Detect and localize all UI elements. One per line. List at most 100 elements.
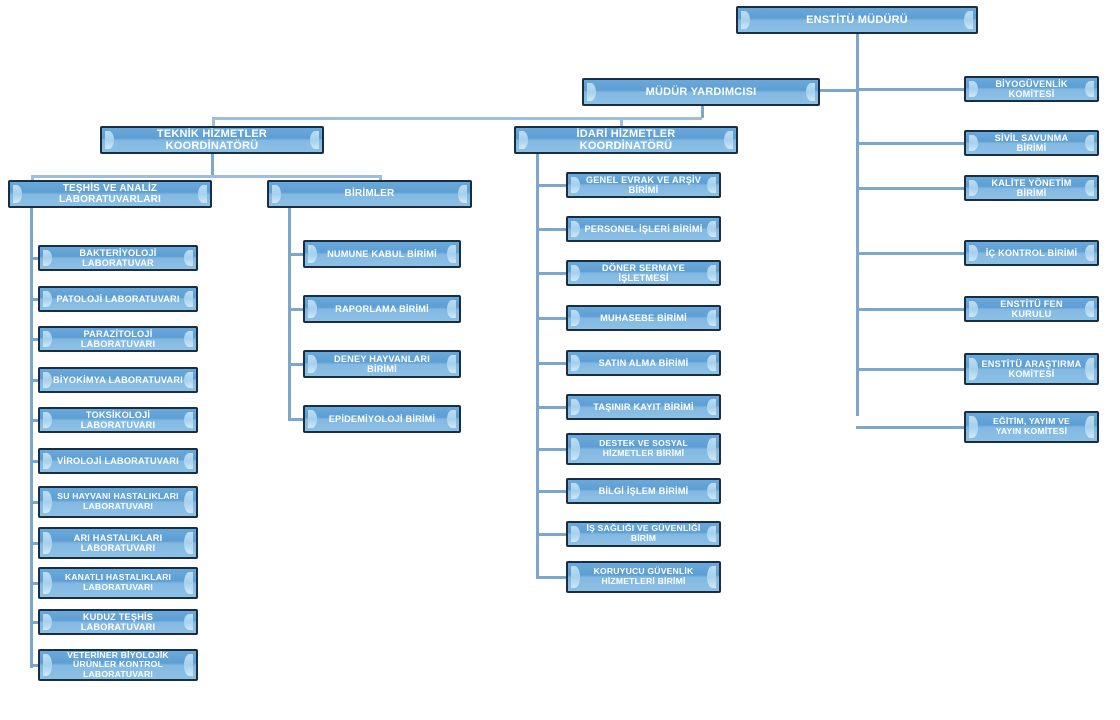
node-technical-coordinator[interactable]: TEKNİK HİZMETLER KOORDİNATÖRÜ (100, 126, 324, 154)
node-labs-group[interactable]: TEŞHİS VE ANALİZ LABORATUVARLARI (8, 180, 212, 208)
node-unit-1[interactable]: RAPORLAMA BİRİMİ (303, 295, 461, 323)
node-admin-8[interactable]: İŞ SAĞLIĞI VE GÜVENLİĞİ BİRİM (566, 521, 721, 547)
node-lab-1[interactable]: PATOLOJİ LABORATUVARI (38, 286, 198, 312)
connector-root-trunk (856, 34, 859, 416)
node-administrative-coordinator[interactable]: İDARİ HİZMETLER KOORDİNATÖRÜ (514, 126, 738, 154)
node-lab-8-label: KANATLI HASTALIKLARI LABORATUVARI (64, 572, 172, 592)
node-lab-10-label: VETERİNER BİYOLOJİK ÜRÜNLER KONTROL LABO… (67, 649, 169, 679)
connector-admin-6 (536, 448, 566, 451)
node-technical-coordinator-label: TEKNİK HİZMETLER KOORDİNATÖRÜ (156, 127, 268, 152)
node-admin-9[interactable]: KORUYUCU GÜVENLİK HİZMETLERİ BİRİMİ (566, 561, 721, 593)
connector-deputy-down (701, 106, 704, 118)
node-committee-2-label: KALİTE YÖNETİM BİRİMİ (991, 177, 1072, 198)
node-admin-1[interactable]: PERSONEL İŞLERİ BİRİMİ (566, 216, 721, 242)
node-lab-8[interactable]: KANATLI HASTALIKLARI LABORATUVARI (38, 567, 198, 599)
connector-technical-split (31, 175, 381, 178)
node-lab-6[interactable]: SU HAYVANI HASTALIKLARI LABORATUVARI (38, 486, 198, 518)
node-lab-3[interactable]: BİYOKİMYA LABORATUVARI (38, 367, 198, 393)
node-committee-6[interactable]: EĞİTİM, YAYIM VE YAYIN KOMİTESİ (964, 411, 1099, 443)
node-admin-4[interactable]: SATIN ALMA BİRİMİ (566, 350, 721, 376)
connector-lab-3 (30, 379, 38, 382)
node-lab-0-label: BAKTERİYOLOJİ LABORATUVAR (79, 247, 157, 268)
node-committee-1[interactable]: SİVİL SAVUNMA BİRİMİ (964, 130, 1099, 156)
node-unit-0[interactable]: NUMUNE KABUL BİRİMİ (303, 240, 461, 268)
node-admin-6[interactable]: DESTEK VE SOSYAL HİZMETLER BİRİMİ (566, 433, 721, 465)
node-lab-7[interactable]: ARI HASTALIKLARI LABORATUVARI (38, 527, 198, 559)
node-lab-2-label: PARAZİTOLOJİ LABORATUVARI (80, 328, 156, 349)
node-unit-2[interactable]: DENEY HAYVANLARI BİRİMİ (303, 350, 461, 378)
node-admin-5-label: TAŞINIR KAYIT BİRİMİ (593, 401, 694, 412)
node-unit-3-label: EPİDEMİYOLOJİ BİRİMİ (328, 413, 436, 424)
node-committee-2[interactable]: KALİTE YÖNETİM BİRİMİ (964, 175, 1099, 201)
node-lab-2[interactable]: PARAZİTOLOJİ LABORATUVARI (38, 326, 198, 352)
node-committee-0[interactable]: BİYOGÜVENLİK KOMİTESİ (964, 76, 1099, 102)
node-lab-4[interactable]: TOKSİKOLOJİ LABORATUVARI (38, 407, 198, 433)
node-admin-2-label: DÖNER SERMAYE İŞLETMESİ (602, 262, 685, 283)
connector-lab-5 (30, 460, 38, 463)
connector-lab-6 (30, 501, 38, 504)
connector-committee-6 (856, 426, 964, 429)
node-unit-2-label: DENEY HAYVANLARI BİRİMİ (334, 353, 430, 374)
node-unit-3[interactable]: EPİDEMİYOLOJİ BİRİMİ (303, 405, 461, 433)
node-lab-4-label: TOKSİKOLOJİ LABORATUVARI (80, 409, 156, 430)
node-committee-4-label: ENSTİTÜ FEN KURULU (1000, 298, 1063, 319)
node-committee-1-label: SİVİL SAVUNMA BİRİMİ (994, 132, 1069, 153)
connector-unit-3 (288, 418, 303, 421)
node-lab-5-label: VİROLOJİ LABORATUVARI (57, 455, 179, 466)
connector-administrative-spine (536, 154, 539, 578)
node-lab-10[interactable]: VETERİNER BİYOLOJİK ÜRÜNLER KONTROL LABO… (38, 649, 198, 681)
connector-lab-8 (30, 582, 38, 585)
connector-admin-4 (536, 362, 566, 365)
node-unit-1-label: RAPORLAMA BİRİMİ (335, 303, 429, 314)
connector-lab-1 (30, 298, 38, 301)
node-admin-0-label: GENEL EVRAK VE ARŞİV BİRİMİ (585, 174, 702, 195)
node-lab-9-label: KUDUZ TEŞHİS LABORATUVARI (80, 611, 156, 632)
connector-admin-0 (536, 184, 566, 187)
connector-coordinator-bar (212, 117, 702, 120)
connector-committee-1 (856, 142, 964, 145)
node-lab-3-label: BİYOKİMYA LABORATUVARI (53, 374, 183, 385)
node-units-group-label: BİRİMLER (344, 188, 395, 200)
node-lab-6-label: SU HAYVANI HASTALIKLARI LABORATUVARI (57, 491, 179, 511)
connector-lab-2 (30, 338, 38, 341)
connector-committee-3 (856, 252, 964, 255)
node-committee-4[interactable]: ENSTİTÜ FEN KURULU (964, 296, 1099, 322)
connector-committee-0 (856, 88, 964, 91)
node-committee-0-label: BİYOGÜVENLİK KOMİTESİ (995, 78, 1068, 99)
node-admin-5[interactable]: TAŞINIR KAYIT BİRİMİ (566, 394, 721, 420)
node-lab-9[interactable]: KUDUZ TEŞHİS LABORATUVARI (38, 609, 198, 635)
connector-committee-5 (856, 368, 964, 371)
node-admin-7[interactable]: BİLGİ İŞLEM BİRİMİ (566, 478, 721, 504)
connector-technical-down (211, 154, 214, 176)
connector-lab-0 (30, 257, 38, 260)
node-root-label: ENSTİTÜ MÜDÜRÜ (806, 13, 908, 26)
node-committee-5-label: ENSTİTÜ ARAŞTIRMA KOMİTESİ (981, 358, 1082, 379)
connector-admin-7 (536, 490, 566, 493)
node-committee-5[interactable]: ENSTİTÜ ARAŞTIRMA KOMİTESİ (964, 353, 1099, 385)
node-admin-3-label: MUHASEBE BİRİMİ (600, 312, 687, 323)
node-admin-7-label: BİLGİ İŞLEM BİRİMİ (598, 485, 689, 496)
node-deputy-label: MÜDÜR YARDIMCISI (645, 85, 757, 98)
node-administrative-coordinator-label: İDARİ HİZMETLER KOORDİNATÖRÜ (576, 127, 676, 152)
node-root[interactable]: ENSTİTÜ MÜDÜRÜ (736, 6, 978, 34)
connector-to-labs-group (31, 175, 34, 182)
node-committee-6-label: EĞİTİM, YAYIM VE YAYIN KOMİTESİ (993, 416, 1070, 436)
node-lab-5[interactable]: VİROLOJİ LABORATUVARI (38, 448, 198, 474)
connector-labs-spine (30, 208, 33, 668)
connector-admin-2 (536, 272, 566, 275)
node-admin-2[interactable]: DÖNER SERMAYE İŞLETMESİ (566, 260, 721, 286)
connector-unit-1 (288, 308, 303, 311)
node-deputy[interactable]: MÜDÜR YARDIMCISI (582, 78, 820, 106)
node-lab-1-label: PATOLOJİ LABORATUVARI (56, 293, 180, 304)
connector-lab-9 (30, 621, 38, 624)
node-admin-1-label: PERSONEL İŞLERİ BİRİMİ (584, 223, 703, 234)
connector-admin-3 (536, 317, 566, 320)
connector-unit-2 (288, 363, 303, 366)
node-admin-3[interactable]: MUHASEBE BİRİMİ (566, 305, 721, 331)
node-committee-3-label: İÇ KONTROL BİRİMİ (985, 247, 1078, 258)
node-units-group[interactable]: BİRİMLER (267, 180, 472, 208)
node-committee-3[interactable]: İÇ KONTROL BİRİMİ (964, 240, 1099, 266)
connector-lab-7 (30, 542, 38, 545)
node-admin-0[interactable]: GENEL EVRAK VE ARŞİV BİRİMİ (566, 172, 721, 198)
node-lab-0[interactable]: BAKTERİYOLOJİ LABORATUVAR (38, 245, 198, 271)
